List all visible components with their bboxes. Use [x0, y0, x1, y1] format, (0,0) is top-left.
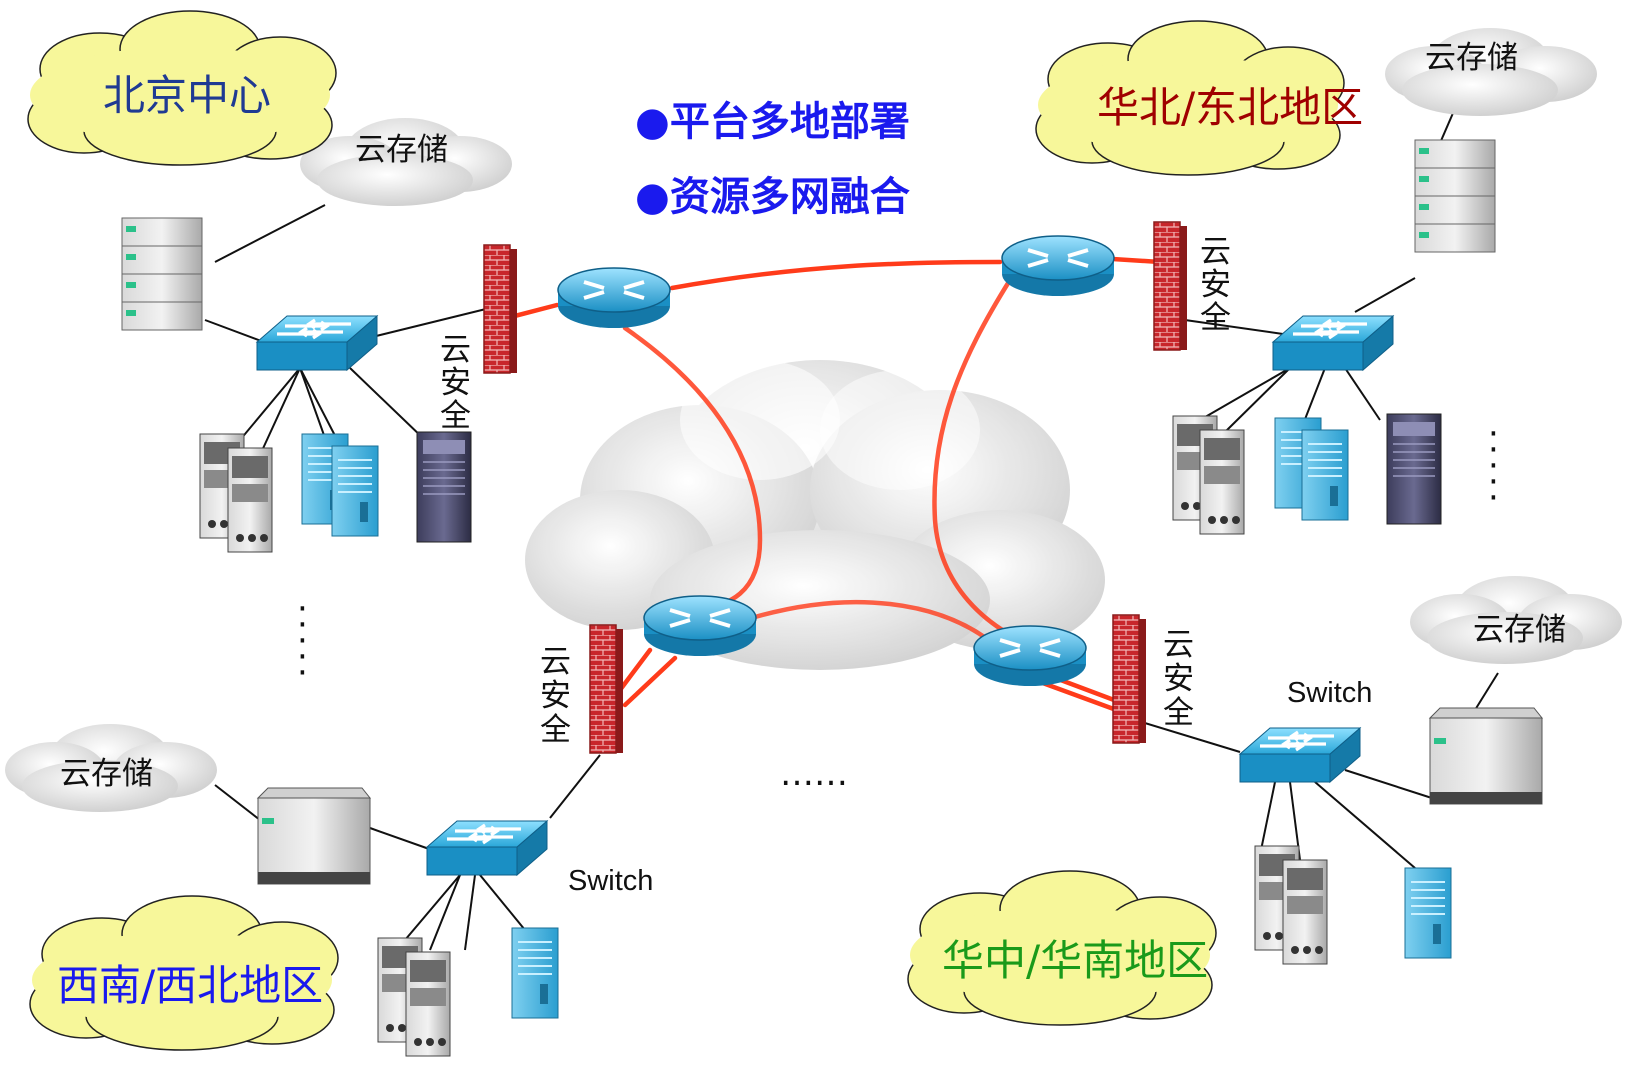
firewall-icon: [589, 624, 624, 754]
storage-icon: [1429, 707, 1543, 805]
link-router-tr-br: [932, 277, 1023, 643]
server-icon: [1404, 867, 1452, 959]
svg-text:·: ·: [297, 653, 308, 693]
server-icon: [227, 447, 273, 553]
svg-text:·: ·: [1488, 414, 1499, 454]
firewall-icon: [1112, 614, 1147, 744]
svg-text:安: 安: [1163, 661, 1194, 697]
cloud-security-label-beijing: 云 安 全: [440, 332, 471, 434]
switch-label-southwest: Switch: [568, 865, 653, 897]
server-icon: [1386, 413, 1442, 525]
svg-text:·: ·: [1488, 478, 1499, 518]
svg-text:云: 云: [440, 332, 471, 368]
svg-text:全: 全: [1200, 300, 1231, 336]
region-label-beijing: 北京中心: [103, 71, 271, 120]
server-icon: [331, 445, 379, 537]
firewall-icon: [483, 244, 518, 374]
storage-icon: [121, 217, 203, 331]
cloud-storage-label: 云存储: [1473, 612, 1566, 648]
svg-text:全: 全: [440, 398, 471, 434]
region-label-north: 华北/东北地区: [1097, 83, 1363, 132]
switch-icon: [1238, 726, 1362, 784]
server-icon: [416, 431, 472, 543]
router-icon: [1000, 234, 1116, 298]
lan-links: [204, 89, 1499, 951]
switch-icon: [425, 819, 549, 877]
storage-icon: [1414, 139, 1496, 253]
svg-text:云: 云: [1163, 627, 1194, 663]
cloud-security-label-central: 云 安 全: [1163, 627, 1194, 731]
server-icon: [1282, 859, 1328, 965]
region-label-central: 华中/华南地区: [942, 936, 1208, 985]
router-icon: [972, 624, 1088, 688]
firewall-icon: [1153, 221, 1188, 351]
cloud-storage-label: 云存储: [1425, 40, 1518, 76]
svg-text:全: 全: [1163, 695, 1194, 731]
switch-icon: [1271, 314, 1395, 372]
region-label-southwest: 西南/西北地区: [57, 961, 323, 1010]
switch-label-central: Switch: [1287, 677, 1372, 709]
cloud-security-label-southwest: 云 安 全: [540, 644, 571, 748]
cloud-storage-bubble-north: 云存储: [1385, 28, 1597, 116]
server-icon: [405, 951, 451, 1057]
bullet-multi-network: ●资源多网融合: [635, 174, 910, 220]
switch-icon: [255, 314, 379, 372]
cloud-storage-label: 云存储: [355, 132, 448, 168]
svg-text:安: 安: [540, 678, 571, 714]
cloud-security-label-north: 云 安 全: [1200, 234, 1231, 336]
svg-text:安: 安: [1200, 267, 1231, 303]
svg-text:·: ·: [1488, 430, 1499, 470]
cloud-storage-label: 云存储: [60, 756, 153, 792]
link-router-tl-tr: [669, 259, 1003, 291]
server-icon: [1199, 429, 1245, 535]
svg-text:·: ·: [297, 637, 308, 677]
vertical-ellipsis-west: · · · · ·: [297, 589, 308, 693]
region-bubble-north: 华北/东北地区: [1035, 20, 1363, 176]
svg-text:·: ·: [297, 589, 308, 629]
link-router-bl-br: [752, 599, 998, 648]
cloud-storage-bubble-central: 云存储: [1410, 576, 1622, 664]
server-icon: [1301, 429, 1349, 521]
region-bubble-southwest: 西南/西北地区: [29, 895, 339, 1051]
svg-text:·: ·: [297, 605, 308, 645]
horizontal-ellipsis: ……: [780, 754, 848, 794]
svg-text:·: ·: [1488, 462, 1499, 502]
svg-text:全: 全: [540, 712, 571, 748]
svg-text:安: 安: [440, 365, 471, 401]
svg-text:·: ·: [1488, 446, 1499, 486]
router-icon: [556, 266, 672, 330]
storage-icon: [257, 787, 371, 885]
region-bubble-beijing: 北京中心: [27, 10, 337, 166]
server-icon: [511, 927, 559, 1019]
region-bubble-central: 华中/华南地区: [907, 870, 1217, 1026]
svg-text:云: 云: [540, 644, 571, 680]
cloud-storage-bubble-beijing: 云存储: [300, 118, 512, 206]
internet-cloud-icon: [525, 360, 1105, 670]
svg-text:云: 云: [1200, 234, 1231, 270]
svg-text:·: ·: [297, 621, 308, 661]
vertical-ellipsis-north: · · · · ·: [1488, 414, 1499, 518]
cloud-storage-bubble-southwest: 云存储: [5, 724, 217, 812]
router-icon: [642, 594, 758, 658]
bullet-multi-site: ●平台多地部署: [635, 99, 910, 145]
